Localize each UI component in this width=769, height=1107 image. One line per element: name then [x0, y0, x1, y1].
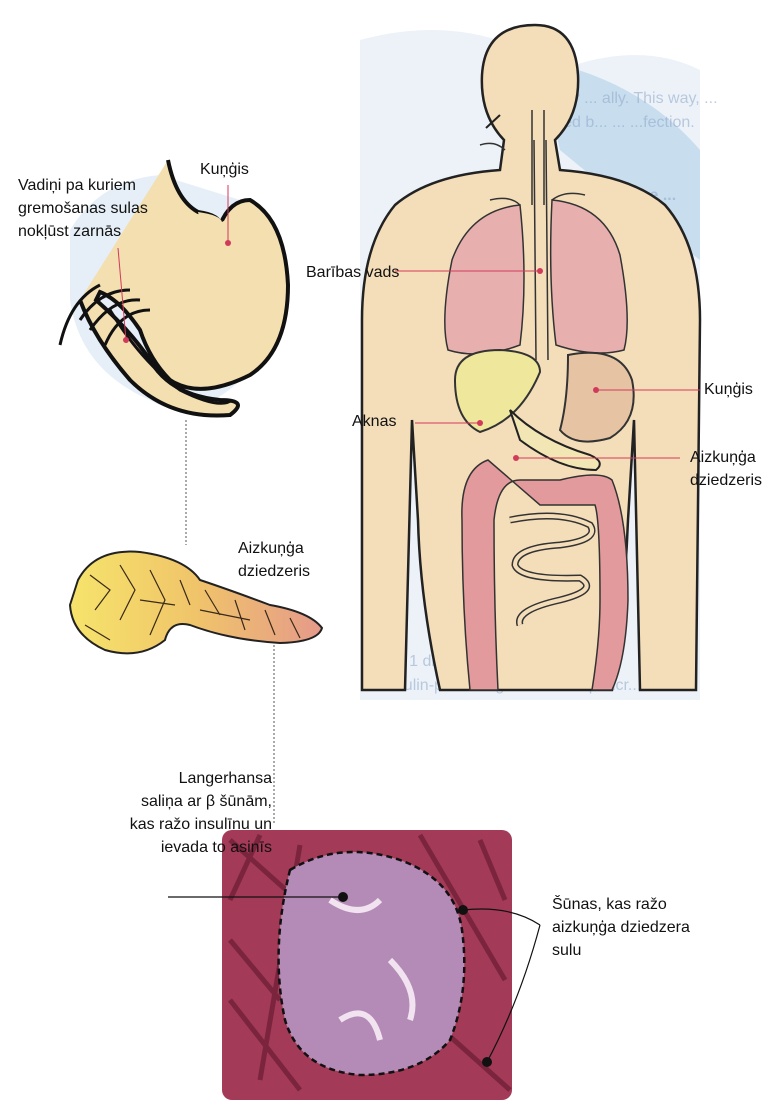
liver-dot	[477, 420, 483, 426]
islet-label-line: kas ražo insulīnu un	[130, 813, 272, 836]
ducts-label: Vadiņi pa kuriem gremošanas sulas nokļūs…	[18, 174, 148, 243]
islet-label-line: Langerhansa	[130, 767, 272, 790]
tissue-micrograph	[168, 830, 540, 1100]
stomach-top-label: Kuņģis	[200, 158, 249, 181]
pancreas-body-label-line: dziedzeris	[690, 469, 762, 492]
islet-label-line: ievada to asinīs	[130, 836, 272, 859]
acinar-cells-label-line: sulu	[552, 939, 690, 962]
stomach-body-label: Kuņģis	[704, 378, 753, 401]
pancreas-body-label-line: Aizkuņģa	[690, 446, 762, 469]
ducts-label-line: gremošanas sulas	[18, 197, 148, 220]
pancreas-mid-label: Aizkuņģa dziedzeris	[238, 537, 310, 583]
acinar-cells-label: Šūnas, kas ražo aizkuņģa dziedzera sulu	[552, 893, 690, 962]
esophagus-label: Barības vads	[306, 261, 399, 284]
esophagus-dot	[537, 268, 543, 274]
ducts-label-line: nokļūst zarnās	[18, 220, 148, 243]
islet-label: Langerhansa saliņa ar β šūnām, kas ražo …	[130, 767, 272, 859]
pancreas-body-label: Aizkuņģa dziedzeris	[690, 446, 762, 492]
pancreas-mid-label-line: dziedzeris	[238, 560, 310, 583]
pancreas-body-dot	[513, 455, 519, 461]
stomach-body	[560, 353, 634, 442]
ducts-label-line: Vadiņi pa kuriem	[18, 174, 148, 197]
pancreas-mid-label-line: Aizkuņģa	[238, 537, 310, 560]
acinar-cells-label-line: aizkuņģa dziedzera	[552, 916, 690, 939]
liver-label: Aknas	[352, 410, 396, 433]
stomach-body-dot	[593, 387, 599, 393]
acinar-cells-label-line: Šūnas, kas ražo	[552, 893, 690, 916]
islet-region	[279, 852, 465, 1075]
islet-label-line: saliņa ar β šūnām,	[130, 790, 272, 813]
